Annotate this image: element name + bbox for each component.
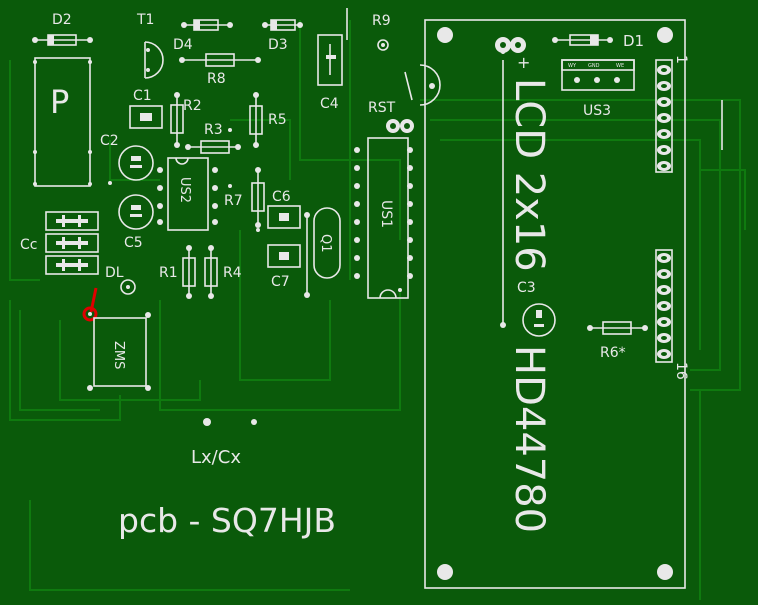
- transistor-t1: T1: [136, 12, 164, 79]
- d1-label: D1: [623, 32, 644, 50]
- lcd-pin16-label: 16: [673, 362, 689, 380]
- r6-label: R6*: [600, 345, 626, 361]
- lx-cx-label: Lx/Cx: [191, 447, 241, 468]
- author-label: pcb - SQ7HJB: [118, 501, 336, 540]
- r2-label: R2: [183, 98, 202, 114]
- c2-label: C2: [100, 133, 119, 149]
- red-jumper-wire: [82, 287, 98, 322]
- r8-label: R8: [207, 71, 226, 87]
- lcd-module: LCD 2x16 HD44780 1 16: [424, 19, 723, 589]
- pad-dl: DL: [105, 265, 136, 295]
- cc-label: Cc: [20, 237, 37, 253]
- pot-r9: [404, 64, 441, 106]
- ic-us2: US2: [157, 157, 218, 231]
- c6-label: C6: [272, 189, 291, 205]
- lcd-pin1-label: 1: [673, 55, 689, 64]
- c5-label: C5: [124, 235, 143, 251]
- diode-d4: D4: [173, 19, 233, 53]
- crystal-q1: Q1: [304, 207, 341, 298]
- relay-zms: ZMS: [87, 312, 151, 391]
- capacitor-c1: C1: [129, 88, 163, 129]
- lcd-controller-label: HD44780: [506, 345, 552, 533]
- resistor-r3: R3: [185, 122, 241, 154]
- lx-cx-pads: Lx/Cx: [191, 418, 257, 468]
- capacitor-c2: C2: [100, 133, 154, 181]
- resistor-r4: R4: [204, 245, 242, 299]
- resistor-r7: R7: [224, 167, 265, 228]
- capacitor-cc: Cc: [20, 211, 99, 275]
- switch-p: P: [33, 57, 92, 187]
- lcd-title: LCD 2x16: [506, 78, 552, 272]
- us3-pin-wy: WY: [568, 63, 577, 69]
- us2-label: US2: [177, 177, 192, 203]
- svg-text:+: +: [517, 53, 530, 72]
- r4-label: R4: [223, 265, 242, 281]
- c3-label: C3: [517, 280, 536, 296]
- lcd-header-pins-bottom: [655, 249, 673, 363]
- dl-label: DL: [105, 265, 124, 281]
- resistor-r2: R2: [170, 92, 202, 148]
- zms-label: ZMS: [111, 341, 126, 369]
- r3-label: R3: [204, 122, 223, 138]
- us3-pin-gnd: GND: [588, 63, 600, 69]
- resistor-r6: R6*: [587, 321, 648, 361]
- c4-label: C4: [320, 96, 339, 112]
- misc-pads: [108, 128, 402, 292]
- copper-traces: [9, 20, 746, 600]
- r5-label: R5: [268, 112, 287, 128]
- regulator-us3: WY GND WE US3: [561, 59, 635, 119]
- resistor-r8: R8: [179, 53, 261, 87]
- capacitor-c4: C4: [317, 34, 343, 112]
- capacitor-c6: C6: [267, 189, 301, 229]
- us3-pin-we: WE: [616, 63, 624, 69]
- ic-us1: US1: [354, 137, 413, 299]
- c1-label: C1: [133, 88, 152, 104]
- rst-label: RST: [368, 100, 396, 116]
- reset-button-rst: RST: [368, 100, 414, 133]
- us3-label: US3: [583, 103, 611, 119]
- q1-label: Q1: [318, 234, 333, 253]
- p-label: P: [50, 83, 69, 121]
- resistor-r1: R1: [159, 245, 196, 299]
- us1-label: US1: [378, 200, 394, 228]
- diode-d3: D3: [262, 19, 303, 53]
- diode-d1: D1: [552, 32, 644, 50]
- resistor-r5: R5: [249, 92, 287, 148]
- capacitor-c5: C5: [118, 194, 154, 251]
- r9-label: R9: [372, 13, 391, 29]
- resistor-r9: R9: [372, 13, 391, 51]
- c7-label: C7: [271, 274, 290, 290]
- t1-label: T1: [136, 12, 154, 28]
- d2-label: D2: [52, 12, 72, 28]
- capacitor-c3: C3: [517, 280, 556, 337]
- connector-pads-plus: +: [495, 37, 530, 72]
- r7-label: R7: [224, 193, 243, 209]
- d4-label: D4: [173, 37, 193, 53]
- r1-label: R1: [159, 265, 178, 281]
- capacitor-c7: C7: [267, 244, 301, 290]
- lcd-header-pins-top: [655, 59, 673, 173]
- d3-label: D3: [268, 37, 288, 53]
- diode-d2: D2: [32, 12, 93, 46]
